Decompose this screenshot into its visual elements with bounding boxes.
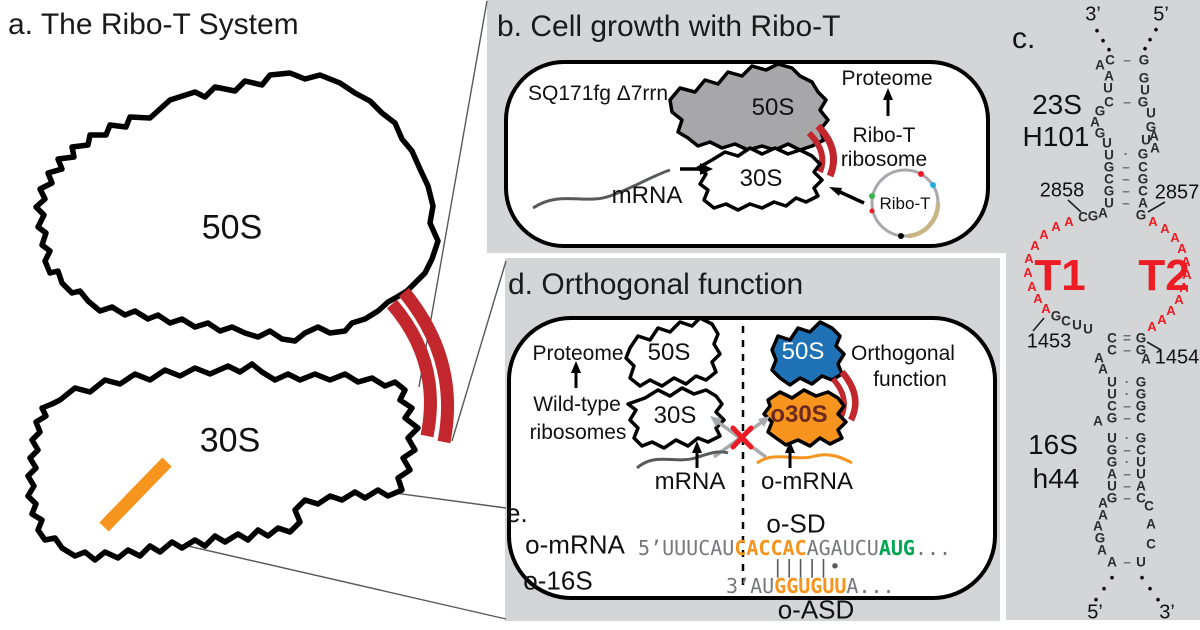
ribot-plasmid — [869, 168, 941, 239]
o16s-sequence: 3’AUGGUGUUA... — [726, 574, 895, 598]
label-omrna-row: o-mRNA — [525, 529, 625, 560]
panel-c-background — [1006, 0, 1200, 620]
label-50s-a: 50S — [201, 208, 263, 247]
label-5prime-bottom: 5’ — [1087, 601, 1103, 624]
sequence-segment: A... — [846, 574, 895, 598]
strain-label: SQ171fg Δ7rrn — [528, 82, 669, 105]
orthogonal-50s-blob — [770, 320, 846, 387]
label-3prime-top: 3’ — [1085, 3, 1101, 26]
sequence-segment: AGAUCU — [806, 536, 879, 560]
30s-subunit-outline — [25, 361, 421, 563]
label-orthogonal-1: Orthogonal — [851, 342, 955, 365]
tether-arcs-b — [806, 123, 837, 178]
label-osd: o-SD — [766, 508, 826, 539]
sequence-segment: CACCAC — [734, 536, 807, 560]
label-30s-a: 30S — [199, 421, 261, 460]
label-30s-d: 30S — [653, 402, 697, 429]
label-ribot-ribosome-2: ribosome — [840, 148, 928, 171]
mrna-wave-b — [532, 168, 671, 210]
mrna-wave-d — [636, 450, 729, 470]
panel-a-title: a. The Ribo-T System — [8, 8, 299, 41]
arrow-mrna-to-30s-d — [692, 441, 702, 468]
label-omrna-d: o-mRNA — [760, 468, 854, 495]
label-o30s: o30S — [770, 401, 828, 428]
label-50s-d: 50S — [647, 339, 691, 366]
sequence-segment: AUG — [878, 536, 915, 560]
arrow-plasmid-to-ribosome — [829, 187, 865, 205]
label-50s-b: 50S — [751, 94, 795, 121]
cell-outline-d — [507, 316, 997, 600]
label-mrna-d: mRNA — [654, 468, 726, 495]
position-leader-lines — [1032, 199, 1166, 351]
label-2857: 2857 — [1154, 181, 1200, 204]
tether-arcs-d — [830, 369, 859, 422]
label-proteome-b: Proteome — [841, 67, 933, 90]
arrow-omrna-to-o30s — [785, 441, 795, 468]
sequence-segment: GGUGUU — [774, 574, 847, 598]
label-23s: 23S — [1032, 89, 1082, 120]
label-o16s-row: o-16S — [523, 565, 593, 596]
o30s-blob — [762, 388, 848, 448]
sequence-segment: 5’UUUCAU — [638, 536, 735, 560]
panel-c-label: c. — [1012, 22, 1036, 55]
omrna-wave-d — [756, 453, 853, 465]
red-x-icon — [730, 425, 754, 450]
sequence-segment: ... — [914, 536, 952, 560]
label-ribot-ribosome-1: Ribo-T — [852, 124, 916, 147]
label-3prime-bottom: 3’ — [1159, 601, 1175, 624]
label-t1: T1 — [1034, 251, 1086, 300]
arrow-proteome-b — [883, 88, 893, 116]
omrna-sequence: 5’UUUCAUCACCACAGAUCUAUG... — [638, 536, 951, 560]
sequence-segment: 3’AU — [726, 574, 775, 598]
label-mrna-b: mRNA — [611, 182, 683, 209]
50s-blob-d — [624, 316, 722, 388]
50s-blob-b — [668, 62, 830, 152]
label-plasmid: Ribo-T — [879, 194, 931, 213]
arrow-mrna-to-30s — [680, 163, 713, 175]
base-pair-bars: |||||• — [772, 556, 841, 578]
label-ortho-50s: 50S — [781, 338, 825, 365]
30s-blob-d — [626, 386, 726, 450]
label-t2: T2 — [1138, 251, 1190, 300]
panel-d-title: d. Orthogonal function — [508, 268, 804, 301]
label-30s-b: 30S — [739, 165, 783, 192]
label-wildtype-1: Wild-type — [533, 393, 621, 416]
panel-e-label: e. — [506, 498, 528, 528]
label-wildtype-2: ribosomes — [529, 421, 627, 444]
label-1454: 1454 — [1154, 346, 1200, 369]
arrow-proteome-d — [571, 361, 581, 388]
label-orthogonal-2: function — [873, 368, 947, 391]
tether-arcs-a — [387, 287, 455, 444]
label-proteome-d: Proteome — [532, 342, 624, 365]
label-h44: h44 — [1032, 463, 1080, 494]
30s-blob-b — [696, 146, 824, 212]
label-1453: 1453 — [1026, 330, 1072, 353]
asd-helix-bar — [99, 457, 172, 532]
label-2858: 2858 — [1039, 179, 1085, 202]
panel-b-title: b. Cell growth with Ribo-T — [497, 10, 841, 43]
label-oasd: o-ASD — [777, 594, 855, 625]
label-16s: 16S — [1028, 429, 1078, 460]
50s-subunit-outline — [33, 70, 441, 344]
label-5prime-top: 5’ — [1153, 3, 1169, 26]
label-h101: H101 — [1022, 121, 1090, 152]
